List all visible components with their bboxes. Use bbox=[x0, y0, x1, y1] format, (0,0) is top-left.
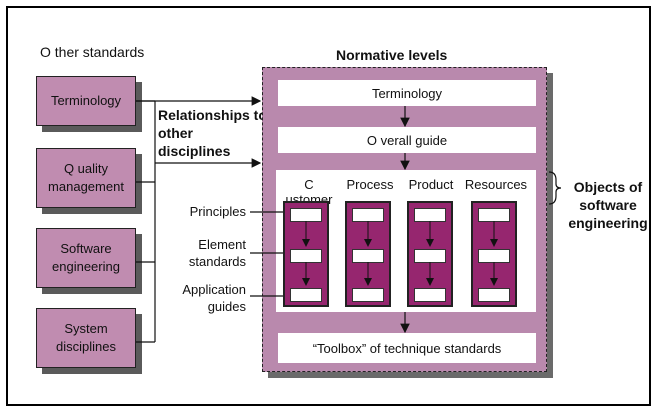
overall-guide-label: O verall guide bbox=[366, 132, 448, 148]
toolbox-bar: “Toolbox” of technique standards bbox=[278, 333, 536, 363]
normative-terminology-label: Terminology bbox=[371, 85, 443, 101]
box-terminology-label: Terminology bbox=[50, 93, 122, 109]
overall-guide-bar: O verall guide bbox=[278, 127, 536, 153]
column-product bbox=[407, 201, 453, 307]
cell-principles bbox=[478, 208, 510, 222]
box-quality-management: Q uality management bbox=[36, 148, 136, 208]
column-head-process: Process bbox=[346, 177, 394, 192]
other-standards-heading: O ther standards bbox=[40, 44, 145, 60]
box-quality-management-label: Q uality management bbox=[48, 161, 124, 194]
cell-element-standards bbox=[478, 249, 510, 263]
box-software-engineering: Software engineering bbox=[36, 228, 136, 288]
box-system-disciplines-label: System disciplines bbox=[56, 321, 116, 354]
cell-principles bbox=[290, 208, 322, 222]
column-customer bbox=[283, 201, 329, 307]
cell-element-standards bbox=[352, 249, 384, 263]
row-label-element-standards: Element standards bbox=[188, 237, 246, 269]
objects-label: Objects of software engineering bbox=[568, 179, 648, 232]
cell-application-guides bbox=[478, 288, 510, 302]
normative-levels-title: Normative levels bbox=[336, 47, 448, 63]
box-system-disciplines: System disciplines bbox=[36, 308, 136, 368]
normative-terminology-bar: Terminology bbox=[278, 80, 536, 106]
cell-application-guides bbox=[352, 288, 384, 302]
cell-principles bbox=[352, 208, 384, 222]
relationships-label: Relationships to other disciplines bbox=[158, 107, 267, 160]
toolbox-label: “Toolbox” of technique standards bbox=[312, 340, 502, 356]
cell-principles bbox=[414, 208, 446, 222]
box-software-engineering-label: Software engineering bbox=[52, 241, 120, 274]
column-process bbox=[345, 201, 391, 307]
column-head-resources: Resources bbox=[464, 177, 528, 192]
cell-element-standards bbox=[290, 249, 322, 263]
cell-application-guides bbox=[414, 288, 446, 302]
row-label-principles: Principles bbox=[189, 204, 246, 219]
box-terminology: Terminology bbox=[36, 76, 136, 126]
column-resources bbox=[471, 201, 517, 307]
column-head-product: Product bbox=[408, 177, 454, 192]
cell-element-standards bbox=[414, 249, 446, 263]
cell-application-guides bbox=[290, 288, 322, 302]
row-label-application-guides: Application guides bbox=[182, 282, 246, 314]
